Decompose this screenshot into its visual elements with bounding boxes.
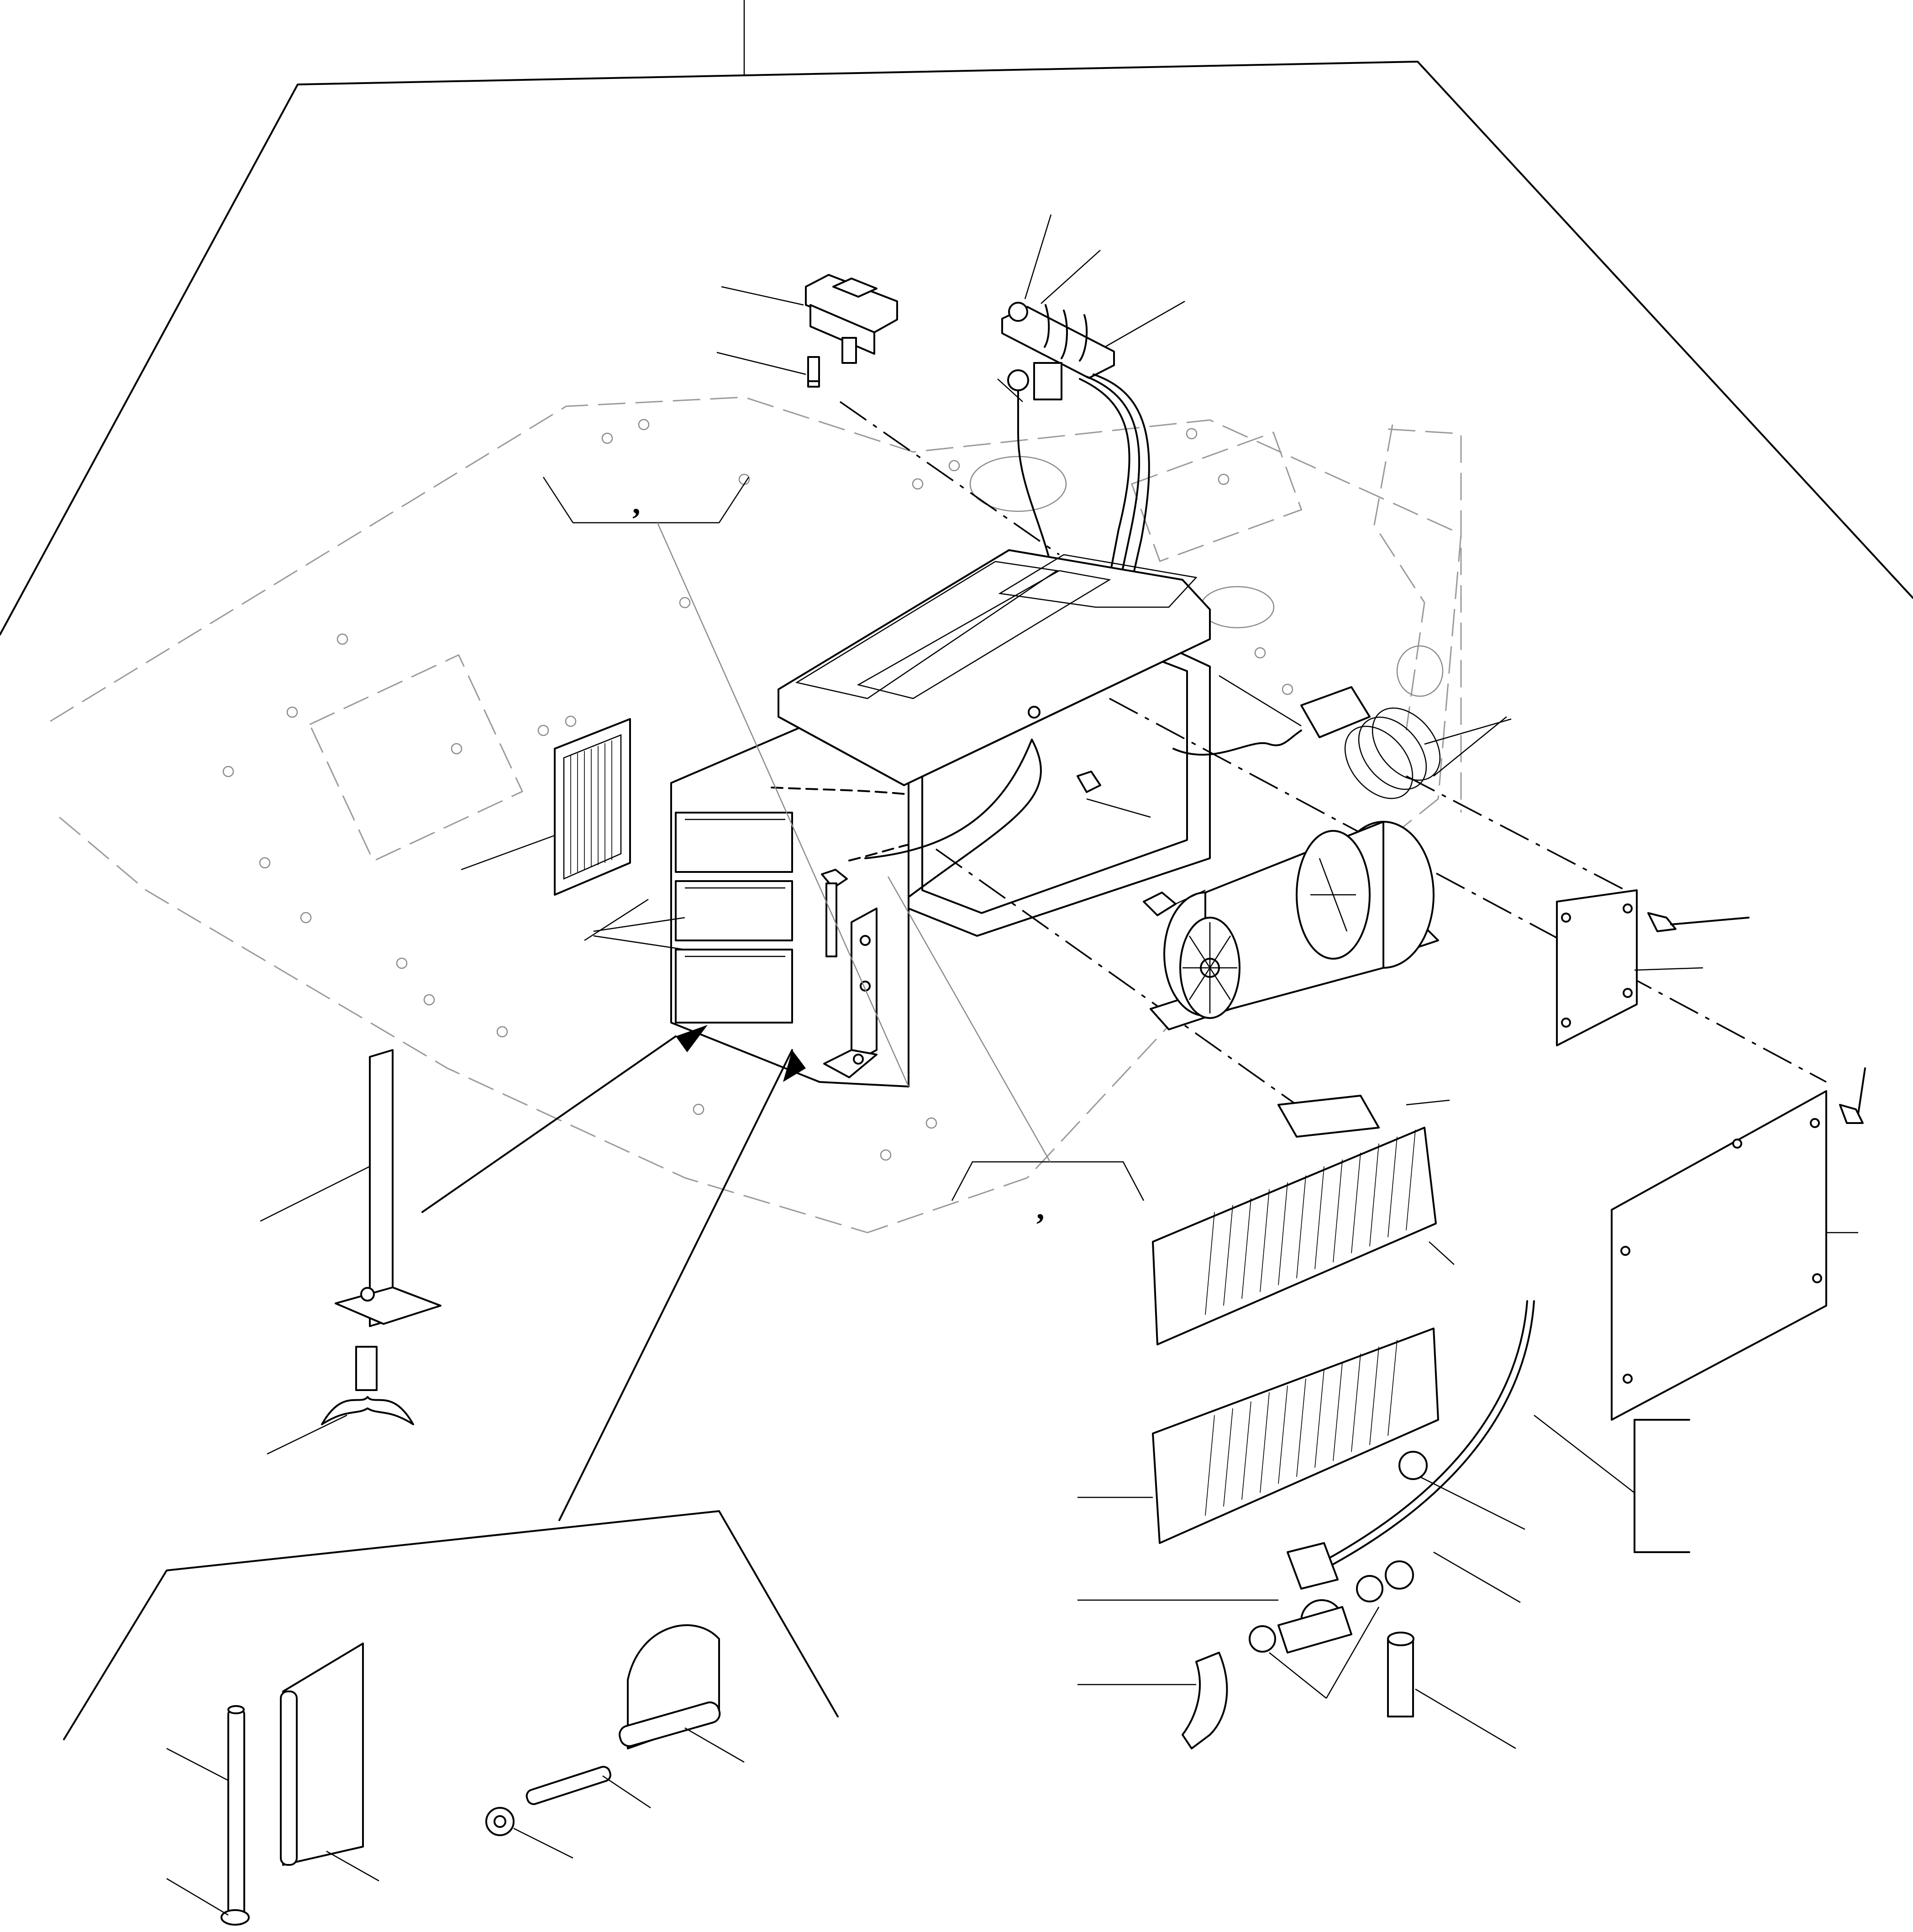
blower-motor bbox=[1143, 821, 1439, 1030]
floor-plate-phantom bbox=[50, 396, 1462, 1234]
reference-bracket-right bbox=[1634, 1419, 1690, 1553]
heater-core-upper bbox=[1152, 1095, 1455, 1345]
inset-hinge bbox=[619, 1624, 745, 1763]
label-mark-lower: , bbox=[1036, 1191, 1045, 1226]
cab-outline bbox=[0, 0, 1913, 635]
callout-box-lower: , bbox=[887, 876, 1145, 1226]
inset-rod bbox=[166, 1705, 250, 1926]
label-mark-upper: , bbox=[632, 486, 641, 521]
floor-plate-holes bbox=[222, 419, 1293, 1161]
rocker-switch bbox=[721, 274, 898, 364]
air-filter-panel bbox=[461, 718, 631, 896]
side-cover-small bbox=[1556, 889, 1750, 1046]
support-stand bbox=[260, 1025, 708, 1327]
callout-box-upper: , bbox=[542, 477, 909, 1087]
inset-door-panel bbox=[280, 1643, 379, 1882]
switch-connector bbox=[716, 352, 1060, 556]
wing-bolt bbox=[267, 1346, 414, 1455]
thermostat-terminal bbox=[997, 214, 1185, 631]
inset-bushing bbox=[485, 1807, 573, 1859]
detail-inset bbox=[63, 1510, 839, 1926]
heater-core-front bbox=[584, 812, 793, 1024]
heater-core-lower bbox=[1077, 1328, 1439, 1544]
hose-and-valve bbox=[1077, 1300, 1635, 1749]
routing-dashes bbox=[771, 698, 1827, 1106]
resistor-connector bbox=[1172, 675, 1512, 799]
rear-cover-large bbox=[1611, 1067, 1866, 1421]
detail-arrow bbox=[558, 1049, 806, 1521]
inset-pin bbox=[526, 1766, 651, 1809]
